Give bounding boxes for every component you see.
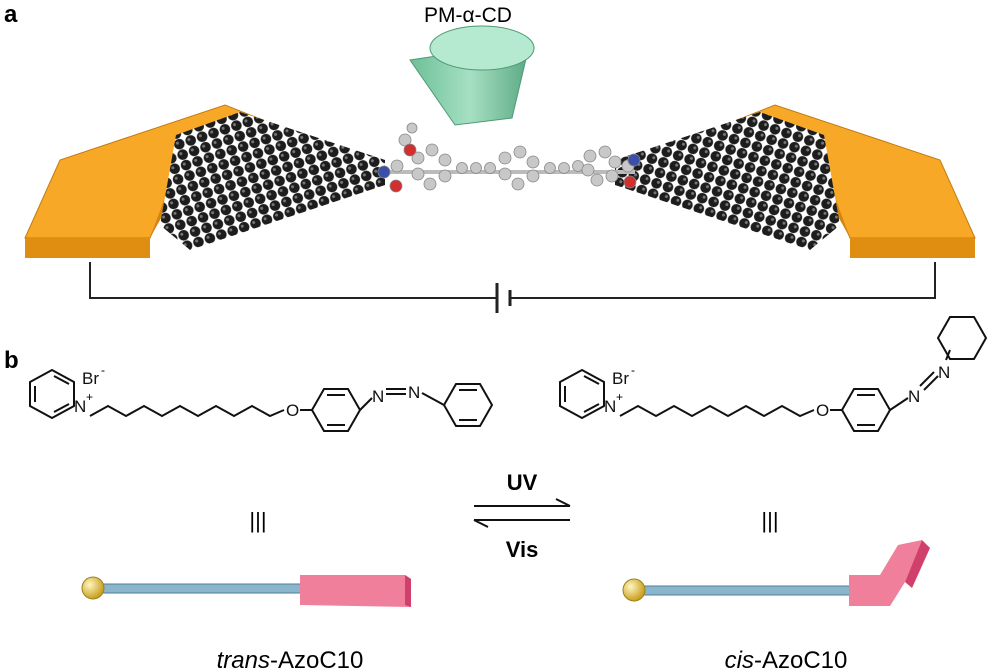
svg-text:O: O	[286, 401, 299, 420]
svg-text:N: N	[372, 387, 384, 406]
trans-label: trans-AzoC10	[217, 647, 364, 672]
svg-text:Br: Br	[612, 369, 629, 388]
svg-text:N: N	[938, 363, 950, 382]
cis-equiv: |||	[761, 508, 778, 533]
svg-text:+: +	[616, 390, 623, 404]
host-label: PM-α-CD	[424, 4, 512, 27]
svg-text:O: O	[816, 401, 829, 420]
uv-label: UV	[507, 470, 538, 495]
molecular-wire	[377, 122, 641, 193]
trans-cartoon	[81, 575, 411, 607]
equilibrium-arrows	[473, 498, 571, 528]
cis-cartoon	[622, 540, 930, 606]
right-graphene	[615, 112, 840, 250]
circuit	[89, 262, 936, 313]
svg-text:-: -	[101, 363, 105, 377]
svg-text:N: N	[74, 397, 86, 416]
trans-equiv: |||	[249, 508, 266, 533]
cis-structure: Br - N + O N N	[559, 316, 988, 432]
svg-text:-: -	[631, 363, 635, 377]
svg-text:N: N	[908, 387, 920, 406]
svg-text:+: +	[86, 390, 93, 404]
svg-text:N: N	[408, 383, 420, 402]
vis-label: Vis	[506, 537, 539, 562]
svg-text:Br: Br	[82, 369, 99, 388]
left-graphene	[160, 112, 385, 250]
svg-text:N: N	[604, 397, 616, 416]
cis-label: cis-AzoC10	[725, 647, 848, 672]
pyridinium-ring	[29, 368, 75, 420]
cyclodextrin-cone	[409, 25, 535, 126]
panel-a-label: a	[4, 1, 18, 28]
decyl-chain	[89, 404, 285, 418]
panel-b-label: b	[4, 347, 19, 374]
trans-structure: Br - N + O N N	[29, 363, 494, 432]
